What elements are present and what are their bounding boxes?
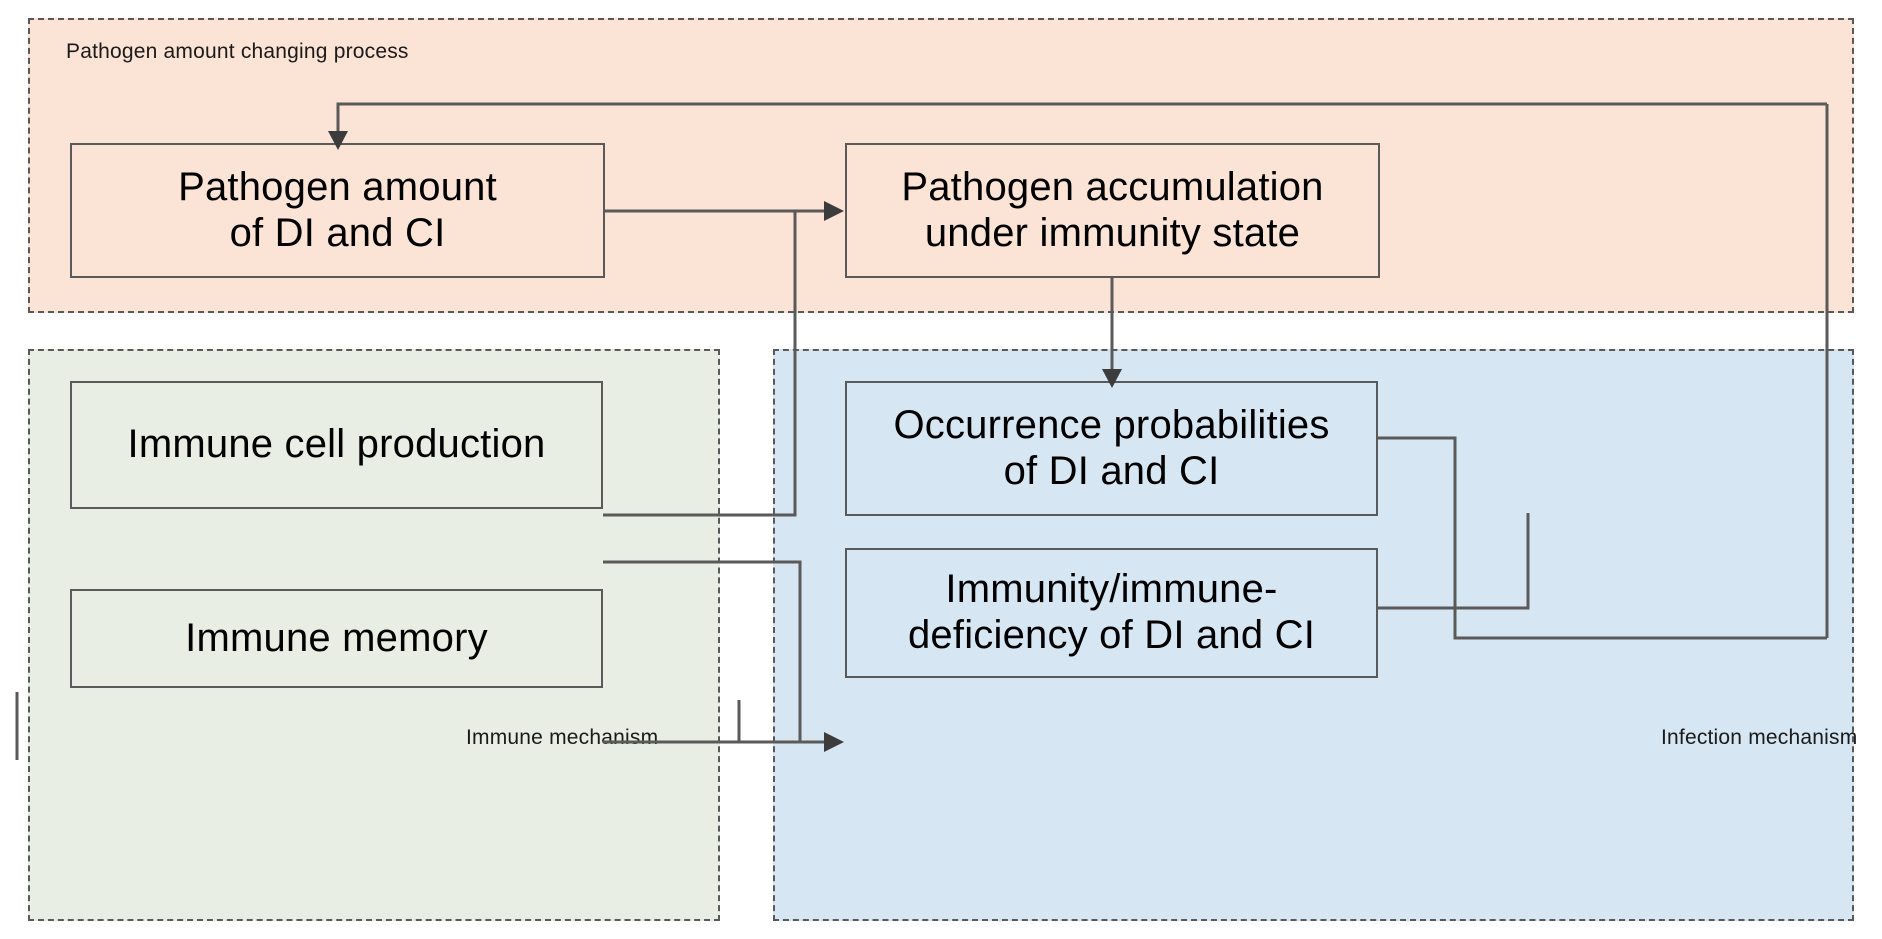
box-occurrence-probabilities-text: Occurrence probabilities of DI and CI	[893, 403, 1329, 494]
box-pathogen-accumulation-under-immunity-state[interactable]: Pathogen accumulation under immunity sta…	[845, 143, 1380, 278]
box-immune-cell-production[interactable]: Immune cell production	[70, 381, 603, 509]
box-occurrence-probabilities-of-di-and-ci[interactable]: Occurrence probabilities of DI and CI	[845, 381, 1378, 516]
box-immune-cell-production-line1: Immune cell production	[127, 422, 546, 467]
box-pathogen-accumulation-line1: Pathogen accumulation	[901, 164, 1324, 209]
group-label-immune-mechanism: Immune mechanism	[466, 726, 659, 749]
box-immunity-deficiency-line2: deficiency of DI and CI	[907, 613, 1316, 657]
box-pathogen-accumulation-line2: under immunity state	[924, 210, 1301, 255]
box-pathogen-amount-of-di-and-ci[interactable]: Pathogen amount of DI and CI	[70, 143, 605, 278]
box-immunity-deficiency-text: Immunity/immune- deficiency of DI and CI	[908, 567, 1315, 658]
box-occurrence-probabilities-line1: Occurrence probabilities	[893, 402, 1330, 447]
box-immune-memory-line1: Immune memory	[185, 615, 488, 660]
box-occurrence-probabilities-line2: of DI and CI	[1003, 448, 1220, 493]
group-label-infection-mechanism: Infection mechanism	[1661, 726, 1858, 749]
box-immunity-immune-deficiency-of-di-and-ci[interactable]: Immunity/immune- deficiency of DI and CI	[845, 548, 1378, 678]
box-pathogen-amount-text: Pathogen amount of DI and CI	[178, 165, 497, 256]
box-immunity-deficiency-line1: Immunity/immune-	[945, 567, 1278, 612]
box-pathogen-amount-line2: of DI and CI	[229, 210, 446, 255]
box-pathogen-amount-line1: Pathogen amount	[178, 164, 497, 209]
box-pathogen-accumulation-text: Pathogen accumulation under immunity sta…	[901, 165, 1323, 256]
group-label-pathogen-amount-changing-process: Pathogen amount changing process	[66, 40, 409, 63]
box-immune-memory[interactable]: Immune memory	[70, 589, 603, 688]
